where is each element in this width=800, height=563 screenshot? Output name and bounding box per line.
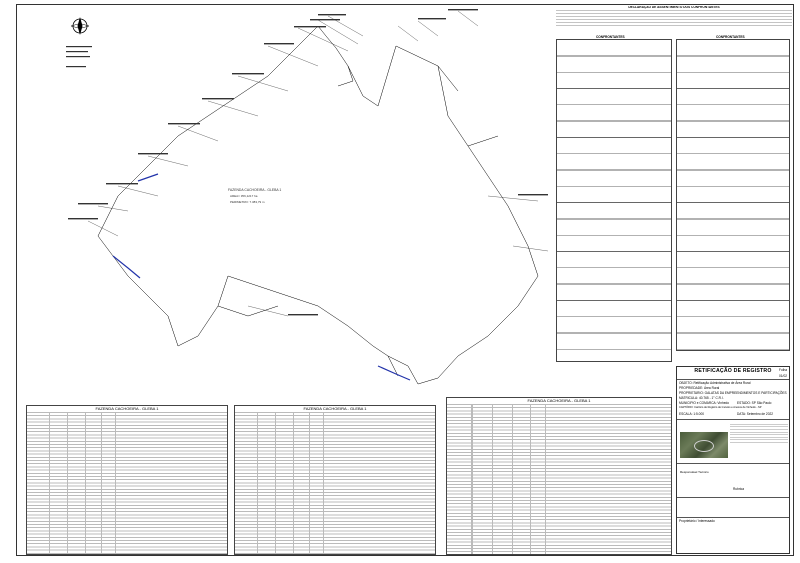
survey-plot: FAZENDA CACHOEIRA - GLEBA 1 AREA= 356,12… (66, 9, 549, 385)
title-block: RETIFICAÇÃO DE REGISTRO Folha 01/02 OBJE… (676, 366, 790, 554)
farm-name: FAZENDA CACHOEIRA - GLEBA 1 (228, 188, 281, 192)
farm-area: AREA= 356,1217 ha (230, 194, 258, 198)
coord-table-3: FAZENDA CACHOEIRA - GLEBA 1 (446, 397, 672, 555)
cartorio: CARTÓRIO: Cartório de Registro de Imóvei… (679, 406, 762, 409)
proprietario: PROPRIETARIO: GALATAS DA EMPREENDIMENTOS… (679, 391, 787, 395)
folha-label: Folha (779, 368, 787, 372)
north-arrow-icon (70, 17, 90, 35)
satellite-photo (680, 432, 728, 458)
data: DATA: Setembro de 2022 (737, 412, 774, 416)
farm-perimeter: PERIMETRO: 7.383,79 m (230, 200, 265, 204)
folha-value: 01/02 (779, 374, 787, 378)
estado: ESTADO: SP São Paulo (737, 401, 772, 405)
responsavel-label: Responsável Técnico (680, 470, 709, 474)
coord-table-1: FAZENDA CACHOEIRA - GLEBA 1 (26, 405, 228, 555)
conf-column-right (676, 39, 790, 351)
confrontantes-table: CONFRONTANTES CONFRONTANTES (556, 35, 790, 362)
proprietario-sign: Proprietário / Interessado (679, 519, 715, 523)
matricula: MATRICULA: 40.765 - 1° C.R.I. (679, 396, 724, 400)
title-heading: RETIFICAÇÃO DE REGISTRO (694, 368, 772, 374)
rubrica: Rubrica (733, 487, 744, 491)
conf-column-left (556, 39, 672, 362)
conf-title-right: CONFRONTANTES (716, 35, 745, 39)
objeto: OBJETO: Retificação Administrativa de Ár… (679, 381, 751, 385)
declaration-notes: DECLARAÇÃO DE ASSENTIMENTO DOS CONFRONTA… (556, 6, 792, 34)
conf-title-left: CONFRONTANTES (596, 35, 625, 39)
technical-notes (730, 424, 788, 444)
drawing-frame (16, 4, 794, 556)
escala: ESCALA: 1:5.000 (679, 412, 704, 416)
boundary-line (97, 25, 539, 385)
propriedade: PROPRIEDADE: Área Rural (679, 386, 720, 390)
declaration-title: DECLARAÇÃO DE ASSENTIMENTO DOS CONFRONTA… (628, 6, 720, 9)
coord-table-2: FAZENDA CACHOEIRA - GLEBA 1 (234, 405, 436, 555)
municipio: MUNICIPIO e COMARCA: Vinhedo (679, 401, 730, 405)
